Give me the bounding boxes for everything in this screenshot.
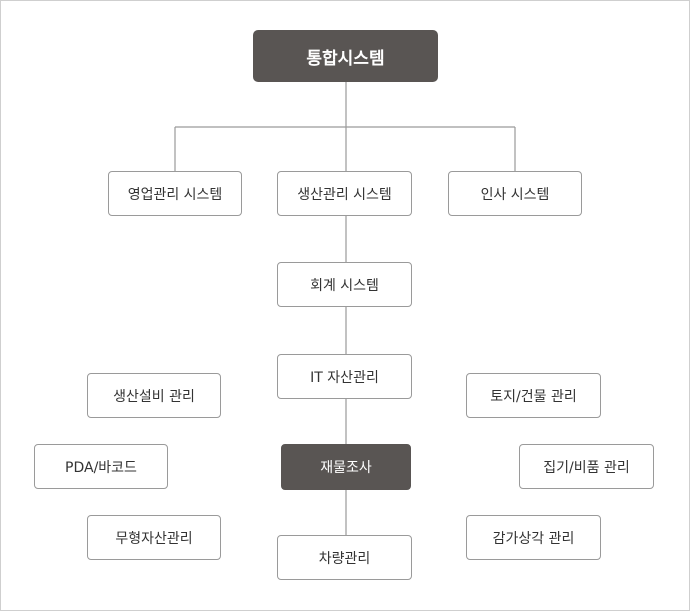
node-accounting-system: 회계 시스템 [277,262,412,307]
root-node: 통합시스템 [253,30,438,82]
node-fixtures-supplies: 집기/비품 관리 [519,444,654,489]
node-production-system: 생산관리 시스템 [277,171,412,216]
node-production-equipment: 생산설비 관리 [87,373,221,418]
node-intangible-assets: 무형자산관리 [87,515,221,560]
node-depreciation: 감가상각 관리 [466,515,601,560]
node-hr-system: 인사 시스템 [448,171,582,216]
node-vehicle-management: 차량관리 [277,535,412,580]
node-sales-system: 영업관리 시스템 [108,171,242,216]
node-pda-barcode: PDA/바코드 [34,444,168,489]
node-land-buildings: 토지/건물 관리 [466,373,601,418]
node-inventory-check: 재물조사 [281,444,411,490]
node-it-asset-management: IT 자산관리 [277,354,412,399]
